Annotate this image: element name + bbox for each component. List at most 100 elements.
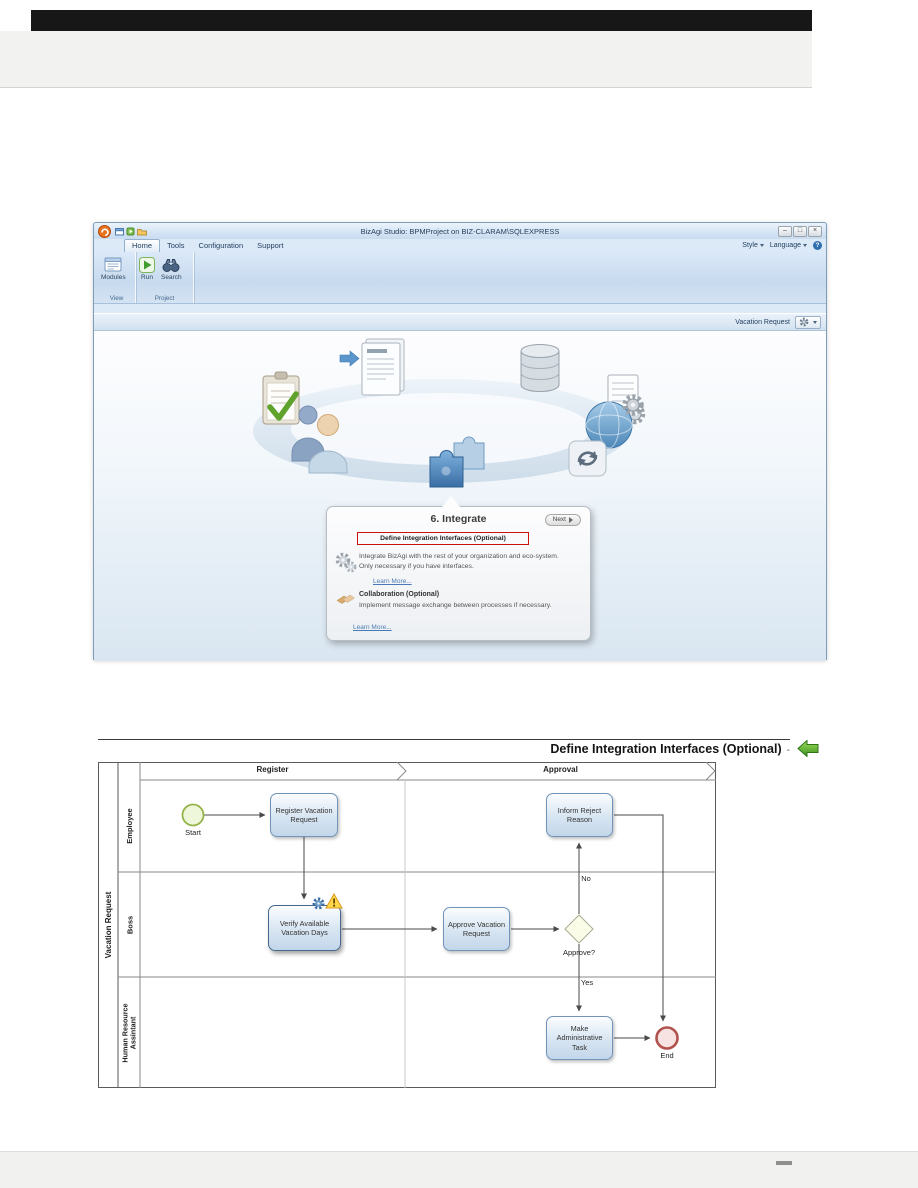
lane-label-boss: Boss (124, 915, 134, 934)
language-menu[interactable]: Language (770, 242, 807, 249)
collaboration-title: Collaboration (Optional) (359, 591, 440, 598)
footer-bar (0, 1151, 918, 1188)
maximize-button[interactable]: □ (793, 225, 807, 237)
bpmn-diagram: Vacation Request Employee Boss Human Res… (98, 761, 716, 1088)
highlighted-option[interactable]: Define Integration Interfaces (Optional) (357, 532, 529, 545)
titlebar-right-menu: Style Language ? (742, 241, 822, 250)
sync-icon (568, 440, 607, 477)
ribbon-group-view-label: View (109, 295, 124, 302)
next-button[interactable]: Next (544, 514, 581, 526)
wizard-step-callout: 6. Integrate Next Define Integration Int… (326, 496, 591, 641)
end-event (655, 1026, 679, 1050)
section-heading: Define Integration Interfaces (Optional)… (98, 742, 790, 756)
lane-label-employee: Employee (124, 808, 134, 844)
app-logo-icon[interactable] (98, 224, 111, 238)
help-icon[interactable]: ? (813, 241, 822, 250)
gateway-no-label: No (581, 874, 591, 883)
window-titlebar[interactable]: BizAgi Studio: BPMProject on BIZ-CLARAM\… (94, 223, 826, 239)
dropdown-arrow-icon (813, 320, 817, 324)
style-menu[interactable]: Style (742, 242, 764, 249)
modules-button[interactable]: Modules (98, 255, 129, 283)
tab-home[interactable]: Home (124, 239, 161, 252)
ribbon-tab-row: Home Tools Configuration Support Style L… (94, 239, 826, 252)
learn-more-link-integrate[interactable]: Learn More... (373, 578, 412, 585)
people-icon (291, 405, 348, 474)
phase-chevron (396, 761, 407, 781)
task-make-administrative-task: Make Administrative Task (546, 1016, 613, 1060)
top-banner-bar (31, 10, 812, 31)
modules-button-label: Modules (101, 274, 126, 281)
end-event-label: End (660, 1051, 674, 1060)
header-bar (0, 31, 812, 88)
folder-icon[interactable] (137, 227, 147, 236)
ellipse-platform (253, 379, 629, 483)
run-button-label: Run (141, 274, 153, 281)
documents-icon (361, 338, 405, 396)
gateway-approve (564, 914, 594, 944)
minimize-button[interactable]: – (778, 225, 792, 237)
database-icon (520, 344, 560, 392)
search-icon (162, 259, 180, 272)
sequence-flows (204, 812, 666, 1041)
process-wizard-illustration (253, 338, 646, 488)
ribbon-group-project-label: Project (154, 295, 175, 302)
learn-more-link-collaboration[interactable]: Learn More... (353, 624, 392, 631)
view-bar: Vacation Request (94, 313, 826, 331)
task-inform-reject-reason: Inform Reject Reason (546, 793, 613, 837)
next-arrow-icon (569, 516, 573, 523)
warning-icon (325, 893, 343, 909)
dropdown-arrow-icon (759, 243, 764, 247)
arrow-icon (339, 350, 360, 367)
quick-access-toolbar (115, 227, 147, 236)
dropdown-arrow-icon (803, 243, 807, 247)
window-icon[interactable] (115, 227, 124, 236)
integrate-description: Integrate BizAgi with the rest of your o… (359, 553, 559, 570)
style-menu-label: Style (742, 242, 758, 249)
gear-icon (799, 317, 809, 327)
ribbon-bottom-strip (94, 304, 826, 313)
ribbon-group-project: Run Search Project (136, 252, 194, 303)
gears-icon (335, 552, 357, 573)
lane-label-human-resource: Human Resource Assintant (118, 977, 140, 1088)
next-button-label: Next (552, 516, 566, 523)
tab-support[interactable]: Support (257, 241, 284, 250)
run-quick-icon[interactable] (126, 227, 135, 236)
pool-label: Vacation Request (103, 891, 113, 959)
bpmn-diagram-canvas (98, 761, 716, 1088)
close-button[interactable]: × (808, 225, 822, 237)
task-verify-available-vacation-days: Verify Available Vacation Days (268, 905, 341, 951)
modules-icon (104, 257, 122, 272)
collaboration-description: Implement message exchange between proce… (359, 602, 552, 609)
task-approve-vacation-request: Approve Vacation Request (443, 907, 510, 951)
start-event-label: Start (185, 828, 201, 837)
window-controls: – □ × (777, 225, 822, 237)
section-divider-line (98, 739, 790, 740)
task-register-vacation-request: Register Vacation Request (270, 793, 338, 837)
tab-configuration[interactable]: Configuration (198, 241, 244, 250)
search-button-label: Search (161, 274, 182, 281)
highlighted-option-label: Define Integration Interfaces (Optional) (380, 535, 506, 542)
task-gear-icon (312, 897, 325, 910)
lane-label-human-resource-text: Human Resource Assintant (119, 1002, 137, 1063)
run-icon (139, 257, 155, 273)
puzzle-icon (429, 436, 485, 488)
tab-tools[interactable]: Tools (167, 241, 185, 250)
back-arrow-icon[interactable] (797, 740, 819, 757)
ribbon-group-view: Modules View (98, 252, 136, 303)
view-settings-button[interactable] (795, 315, 821, 329)
process-name-label: Vacation Request (735, 318, 790, 326)
globe-gear-icon (585, 394, 644, 449)
phase-chevron (705, 761, 716, 781)
wizard-content-area: 6. Integrate Next Define Integration Int… (94, 331, 826, 661)
gateway-label: Approve? (562, 948, 596, 957)
footer-dash (776, 1161, 792, 1165)
section-heading-text: Define Integration Interfaces (Optional) (550, 742, 782, 756)
clipboard-check-icon (262, 371, 300, 425)
run-button[interactable]: Run (136, 255, 158, 283)
search-button[interactable]: Search (158, 255, 185, 283)
phase-label-register: Register (256, 765, 289, 774)
start-event (181, 803, 205, 827)
wizard-step-title: 6. Integrate (430, 513, 487, 525)
ribbon: Modules View Run (94, 252, 826, 304)
